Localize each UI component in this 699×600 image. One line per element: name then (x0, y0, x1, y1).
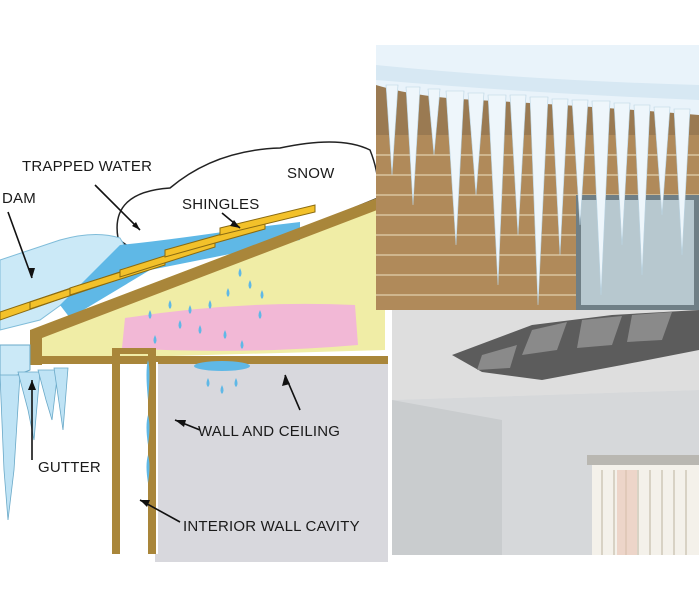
photo-icicles (376, 45, 699, 310)
wall-top-plate (112, 348, 156, 354)
icicles (0, 367, 69, 521)
label-trapped-water: TRAPPED WATER (22, 158, 153, 175)
roof-rafter (30, 195, 385, 338)
water-drops (146, 268, 264, 483)
insulation (122, 303, 358, 351)
interior-room (155, 362, 388, 562)
left-wall (392, 400, 502, 555)
arrowheads (28, 220, 290, 507)
window-blinds (592, 460, 699, 555)
ceiling-joist (30, 356, 388, 364)
label-wall-and-ceiling: WALL AND CEILING (198, 423, 341, 440)
photo-icicles-group (385, 84, 691, 306)
label-gutter: GUTTER (38, 459, 101, 476)
label-shingles: SHINGLES (182, 196, 260, 213)
wall-stud-inner (148, 348, 156, 554)
label-interior-wall-cavity: INTERIOR WALL CAVITY (183, 518, 360, 535)
interior-wall-line (156, 362, 158, 554)
ceiling-puddle (194, 361, 250, 371)
label-dam: DAM (2, 190, 36, 207)
label-snow: SNOW (287, 165, 335, 182)
wall-stud-outer (112, 348, 120, 554)
trapped-water (60, 222, 300, 318)
shingles (0, 204, 316, 321)
photo-ceiling-damage (392, 310, 699, 555)
